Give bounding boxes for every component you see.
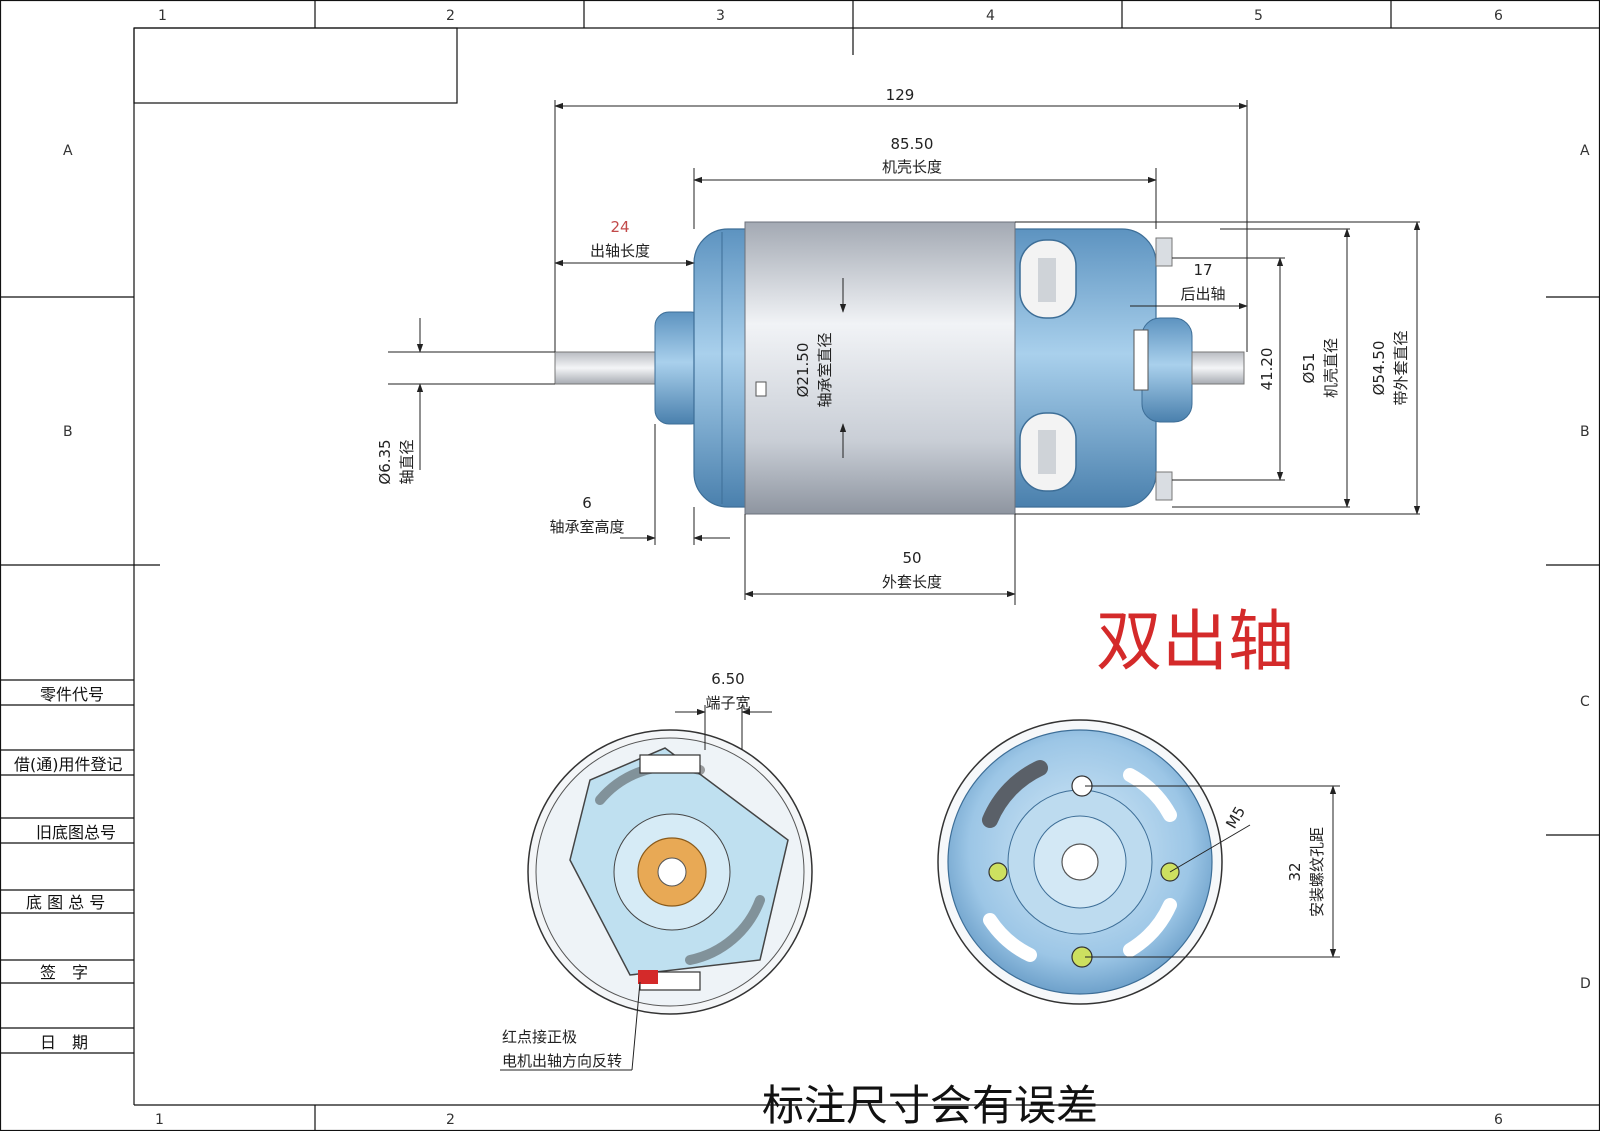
dim-bearing-height-value: 6 [582,494,592,512]
note-line-2: 电机出轴方向反转 [502,1052,622,1070]
outer-sleeve [744,221,1016,515]
motor-end-view-right [937,719,1223,1005]
grid-row-c-right: C [1580,694,1590,710]
dim-shaft-dia-value: Ø6.35 [376,439,394,484]
grid-row-d-right: D [1580,976,1591,992]
grid-col-1-bottom: 1 [155,1112,164,1128]
dim-housing-length-value: 85.50 [891,135,934,153]
dim-housing-dia-label: 机壳直径 [1322,338,1340,398]
grid-labels: 1 2 3 4 5 6 1 2 6 A B A B C D [63,8,1591,1128]
side-table: 零件代号 借(通)用件登记 旧底图总号 底 图 总 号 签 字 日 期 [0,679,134,1054]
grid-col-1: 1 [158,8,167,24]
dim-hole-spacing-label: 安装螺纹孔距 [1308,827,1326,917]
dim-shaft-dia-label: 轴直径 [398,439,416,484]
dim-sleeve-length-value: 50 [902,549,921,567]
dim-total-length: 129 [886,86,915,104]
side-table-row-part-code: 零件代号 [40,685,104,704]
dim-hole-spacing-value: 32 [1286,862,1304,881]
terminal-width-dim: 6.50 端子宽 [675,670,772,750]
dim-rear-shaft-label: 后出轴 [1180,285,1225,303]
dim-housing-dia-value: Ø51 [1300,353,1318,384]
note-line-1: 红点接正极 [502,1028,577,1046]
grid-col-2: 2 [446,8,455,24]
dim-sleeve-length-label: 外套长度 [882,573,942,591]
dim-terminal-width-label: 端子宽 [705,694,750,712]
dim-outer-dia-value: Ø54.50 [1370,341,1388,396]
drawing-title: 双出轴 [1096,603,1294,680]
polarity-note: 红点接正极 电机出轴方向反转 [500,981,641,1071]
dim-bearing-dia-label: 轴承室直径 [816,332,834,407]
grid-row-b-right: B [1580,424,1590,440]
rear-cap [1141,317,1193,423]
grid-col-4: 4 [986,8,995,24]
terminal-bottom [1155,471,1173,501]
rear-shaft [1191,351,1245,385]
dim-outer-dia-label: 带外套直径 [1392,330,1410,405]
side-table-row-borrow-register: 借(通)用件登记 [14,755,123,774]
dim-terminal-width-value: 6.50 [711,670,744,688]
side-table-row-old-drawing-no: 旧底图总号 [36,823,116,842]
grid-col-3: 3 [716,8,725,24]
side-table-row-drawing-no: 底 图 总 号 [26,893,105,912]
terminal-top-end [639,754,701,774]
side-dimensions: 129 85.50 机壳长度 24 出轴长度 17 后出轴 Ø21.50 轴承室… [376,86,1421,605]
grid-col-5: 5 [1254,8,1263,24]
grid-col-6-bottom: 6 [1494,1112,1503,1128]
side-table-row-date: 日 期 [40,1033,88,1052]
grid-row-a-right: A [1580,143,1590,159]
grid-row-a: A [63,143,73,159]
side-table-row-signature: 签 字 [40,963,88,982]
motor-side-view [554,221,1245,515]
dim-housing-length-label: 机壳长度 [882,158,942,176]
front-shaft [554,351,671,385]
dim-bearing-dia-value: Ø21.50 [794,343,812,398]
grid-col-6: 6 [1494,8,1503,24]
dim-shaft-out-value: 24 [610,218,629,236]
tolerance-note: 标注尺寸会有误差 [762,1081,1098,1130]
grid-col-2-bottom: 2 [446,1112,455,1128]
dim-terminal-span: 41.20 [1258,348,1276,391]
terminal-top [1155,237,1173,267]
title-block-corner [133,27,458,104]
dim-rear-shaft-value: 17 [1193,261,1212,279]
motor-end-view-left [527,729,813,1015]
dim-bearing-height-label: 轴承室高度 [549,518,624,536]
grid-row-b: B [63,424,73,440]
positive-red-dot [638,970,658,984]
mount-hole-left [988,862,1008,882]
dim-shaft-out-label: 出轴长度 [590,242,650,260]
